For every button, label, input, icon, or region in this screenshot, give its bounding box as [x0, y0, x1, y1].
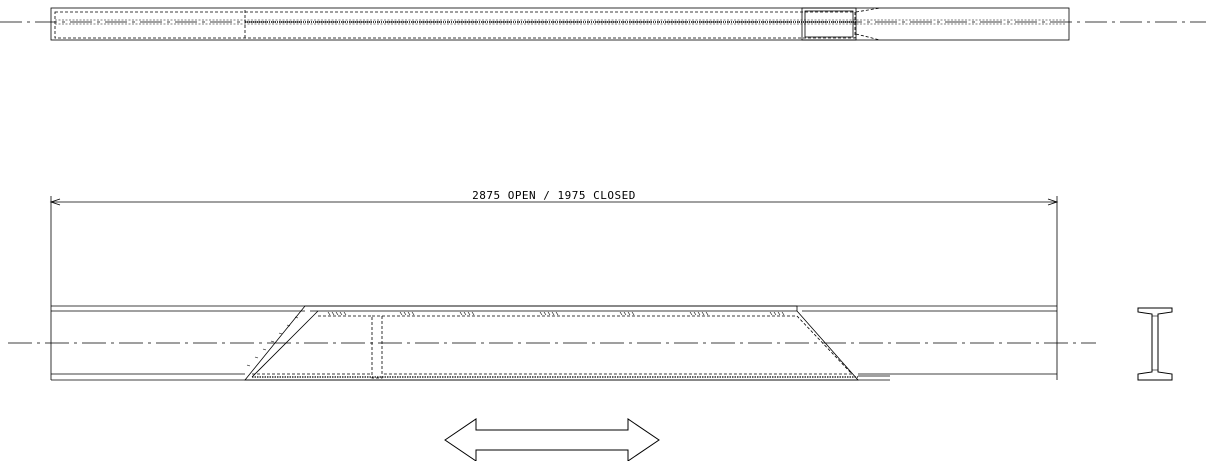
i-beam-section-icon	[1137, 307, 1173, 381]
inner-compartment-left	[371, 315, 383, 379]
top-beam-outline	[50, 7, 1070, 41]
top-weld-ticks	[327, 311, 785, 316]
dimension-label: 2875 OPEN / 1975 CLOSED	[472, 189, 636, 202]
movement-arrow-icon	[444, 418, 660, 461]
dimension-arrow-left	[49, 198, 61, 206]
dimension-arrow-right	[1047, 198, 1059, 206]
sliding-section-outline	[244, 305, 859, 381]
overall-dimension	[49, 196, 1059, 380]
side-elevation-view	[8, 305, 1096, 381]
slant-weld-ticks	[246, 316, 299, 367]
inner-compartment-right	[382, 315, 853, 375]
top-taper-lower	[855, 33, 881, 41]
top-plan-view	[0, 7, 1206, 41]
top-inner-dashed	[54, 11, 856, 39]
top-taper-upper	[855, 7, 881, 13]
sliding-section-left-inner	[251, 310, 319, 378]
